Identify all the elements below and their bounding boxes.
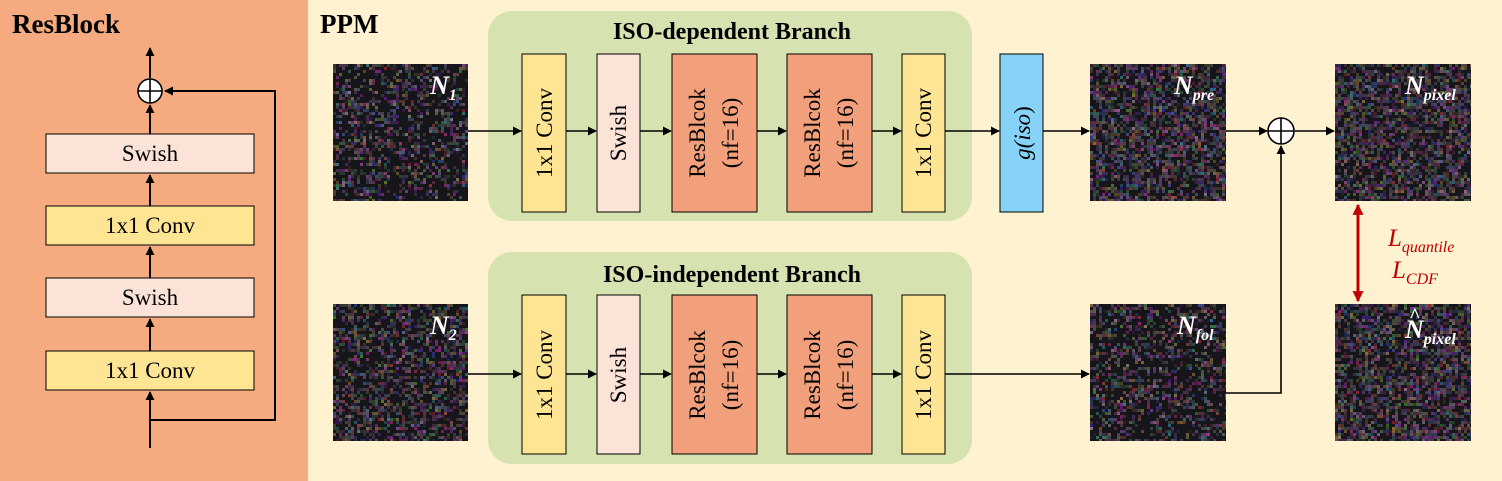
resblock-conv-2-label: 1x1 Conv [105, 358, 196, 383]
resblock-swish-2-label: Swish [122, 285, 179, 310]
bottom-resblock-2-label-1: ResBlcok [800, 330, 825, 420]
bottom-conv-1 [521, 294, 567, 455]
resblock-swish-1 [45, 133, 255, 174]
bottom-conv-2-label: 1x1 Conv [911, 329, 936, 420]
resblock-conv-1-label: 1x1 Conv [105, 213, 196, 238]
resblock-layers: Swish 1x1 Conv Swish 1x1 Conv [45, 133, 255, 391]
label-npixel: Npixel [1404, 71, 1456, 104]
noise-image-nfol [1090, 304, 1226, 441]
label-npixel-hat: Npixel [1404, 315, 1456, 348]
bottom-conv-2 [901, 294, 946, 455]
loss-labels: Lquantile LCDF [1387, 225, 1454, 288]
bottom-branch-blocks: 1x1 Conv Swish ResBlcok (nf=16) ResBlcok… [521, 294, 946, 455]
resblock-arrows [145, 47, 276, 448]
ppm-add-node [1267, 117, 1295, 145]
top-resblock-1 [671, 53, 758, 213]
top-conv-2 [901, 53, 946, 213]
noise-image-n2 [333, 304, 468, 441]
bottom-resblock-1-label-1: ResBlcok [685, 330, 710, 420]
bottom-resblock-1 [671, 294, 758, 455]
top-resblock-2-label-1: ResBlcok [800, 88, 825, 178]
ppm-arrows [468, 126, 1335, 394]
top-resblock-2-label-2: (nf=16) [833, 98, 858, 168]
image-labels: N1 N2 Npre Nfol Npixel Npixel ^ [429, 71, 1456, 348]
bottom-swish [596, 294, 641, 455]
noise-images [333, 64, 1471, 441]
label-npixel-hat-accent: ^ [1409, 305, 1420, 327]
label-n2: N2 [429, 311, 457, 344]
bottom-resblock-2 [786, 294, 873, 455]
resblock-add-node [137, 78, 163, 104]
bottom-conv-1-label: 1x1 Conv [532, 329, 557, 420]
label-n1: N1 [429, 71, 457, 104]
label-nfol: Nfol [1176, 311, 1214, 344]
resblock-swish-1-label: Swish [122, 141, 179, 166]
top-swish [596, 53, 641, 213]
loss-cdf: LCDF [1391, 257, 1438, 288]
noise-image-npixel-hat [1335, 304, 1471, 441]
noise-image-n1 [333, 64, 468, 201]
top-conv-2-label: 1x1 Conv [911, 87, 936, 178]
resblock-conv-1 [45, 205, 255, 246]
resblock-conv-2 [45, 350, 255, 391]
top-conv-1-label: 1x1 Conv [532, 87, 557, 178]
top-swish-label: Swish [606, 104, 631, 161]
iso-independent-branch-title: ISO-independent Branch [603, 262, 861, 288]
top-resblock-1-label-2: (nf=16) [718, 98, 743, 168]
noise-image-npre [1090, 64, 1226, 201]
top-resblock-2 [786, 53, 873, 213]
bottom-resblock-1-label-2: (nf=16) [718, 340, 743, 410]
noise-image-npixel [1335, 64, 1471, 201]
bottom-resblock-2-label-2: (nf=16) [833, 340, 858, 410]
iso-dependent-branch-title: ISO-dependent Branch [613, 19, 851, 45]
g-iso-block [999, 53, 1044, 213]
g-iso-label: g(iso) [1010, 106, 1035, 160]
top-branch-blocks: 1x1 Conv Swish ResBlcok (nf=16) ResBlcok… [521, 53, 946, 213]
bottom-swish-label: Swish [606, 346, 631, 403]
top-resblock-1-label-1: ResBlcok [685, 88, 710, 178]
label-npre: Npre [1173, 71, 1214, 104]
top-conv-1 [521, 53, 567, 213]
resblock-title: ResBlock [12, 9, 120, 39]
loss-quantile: Lquantile [1387, 225, 1454, 256]
ppm-title: PPM [320, 9, 378, 39]
